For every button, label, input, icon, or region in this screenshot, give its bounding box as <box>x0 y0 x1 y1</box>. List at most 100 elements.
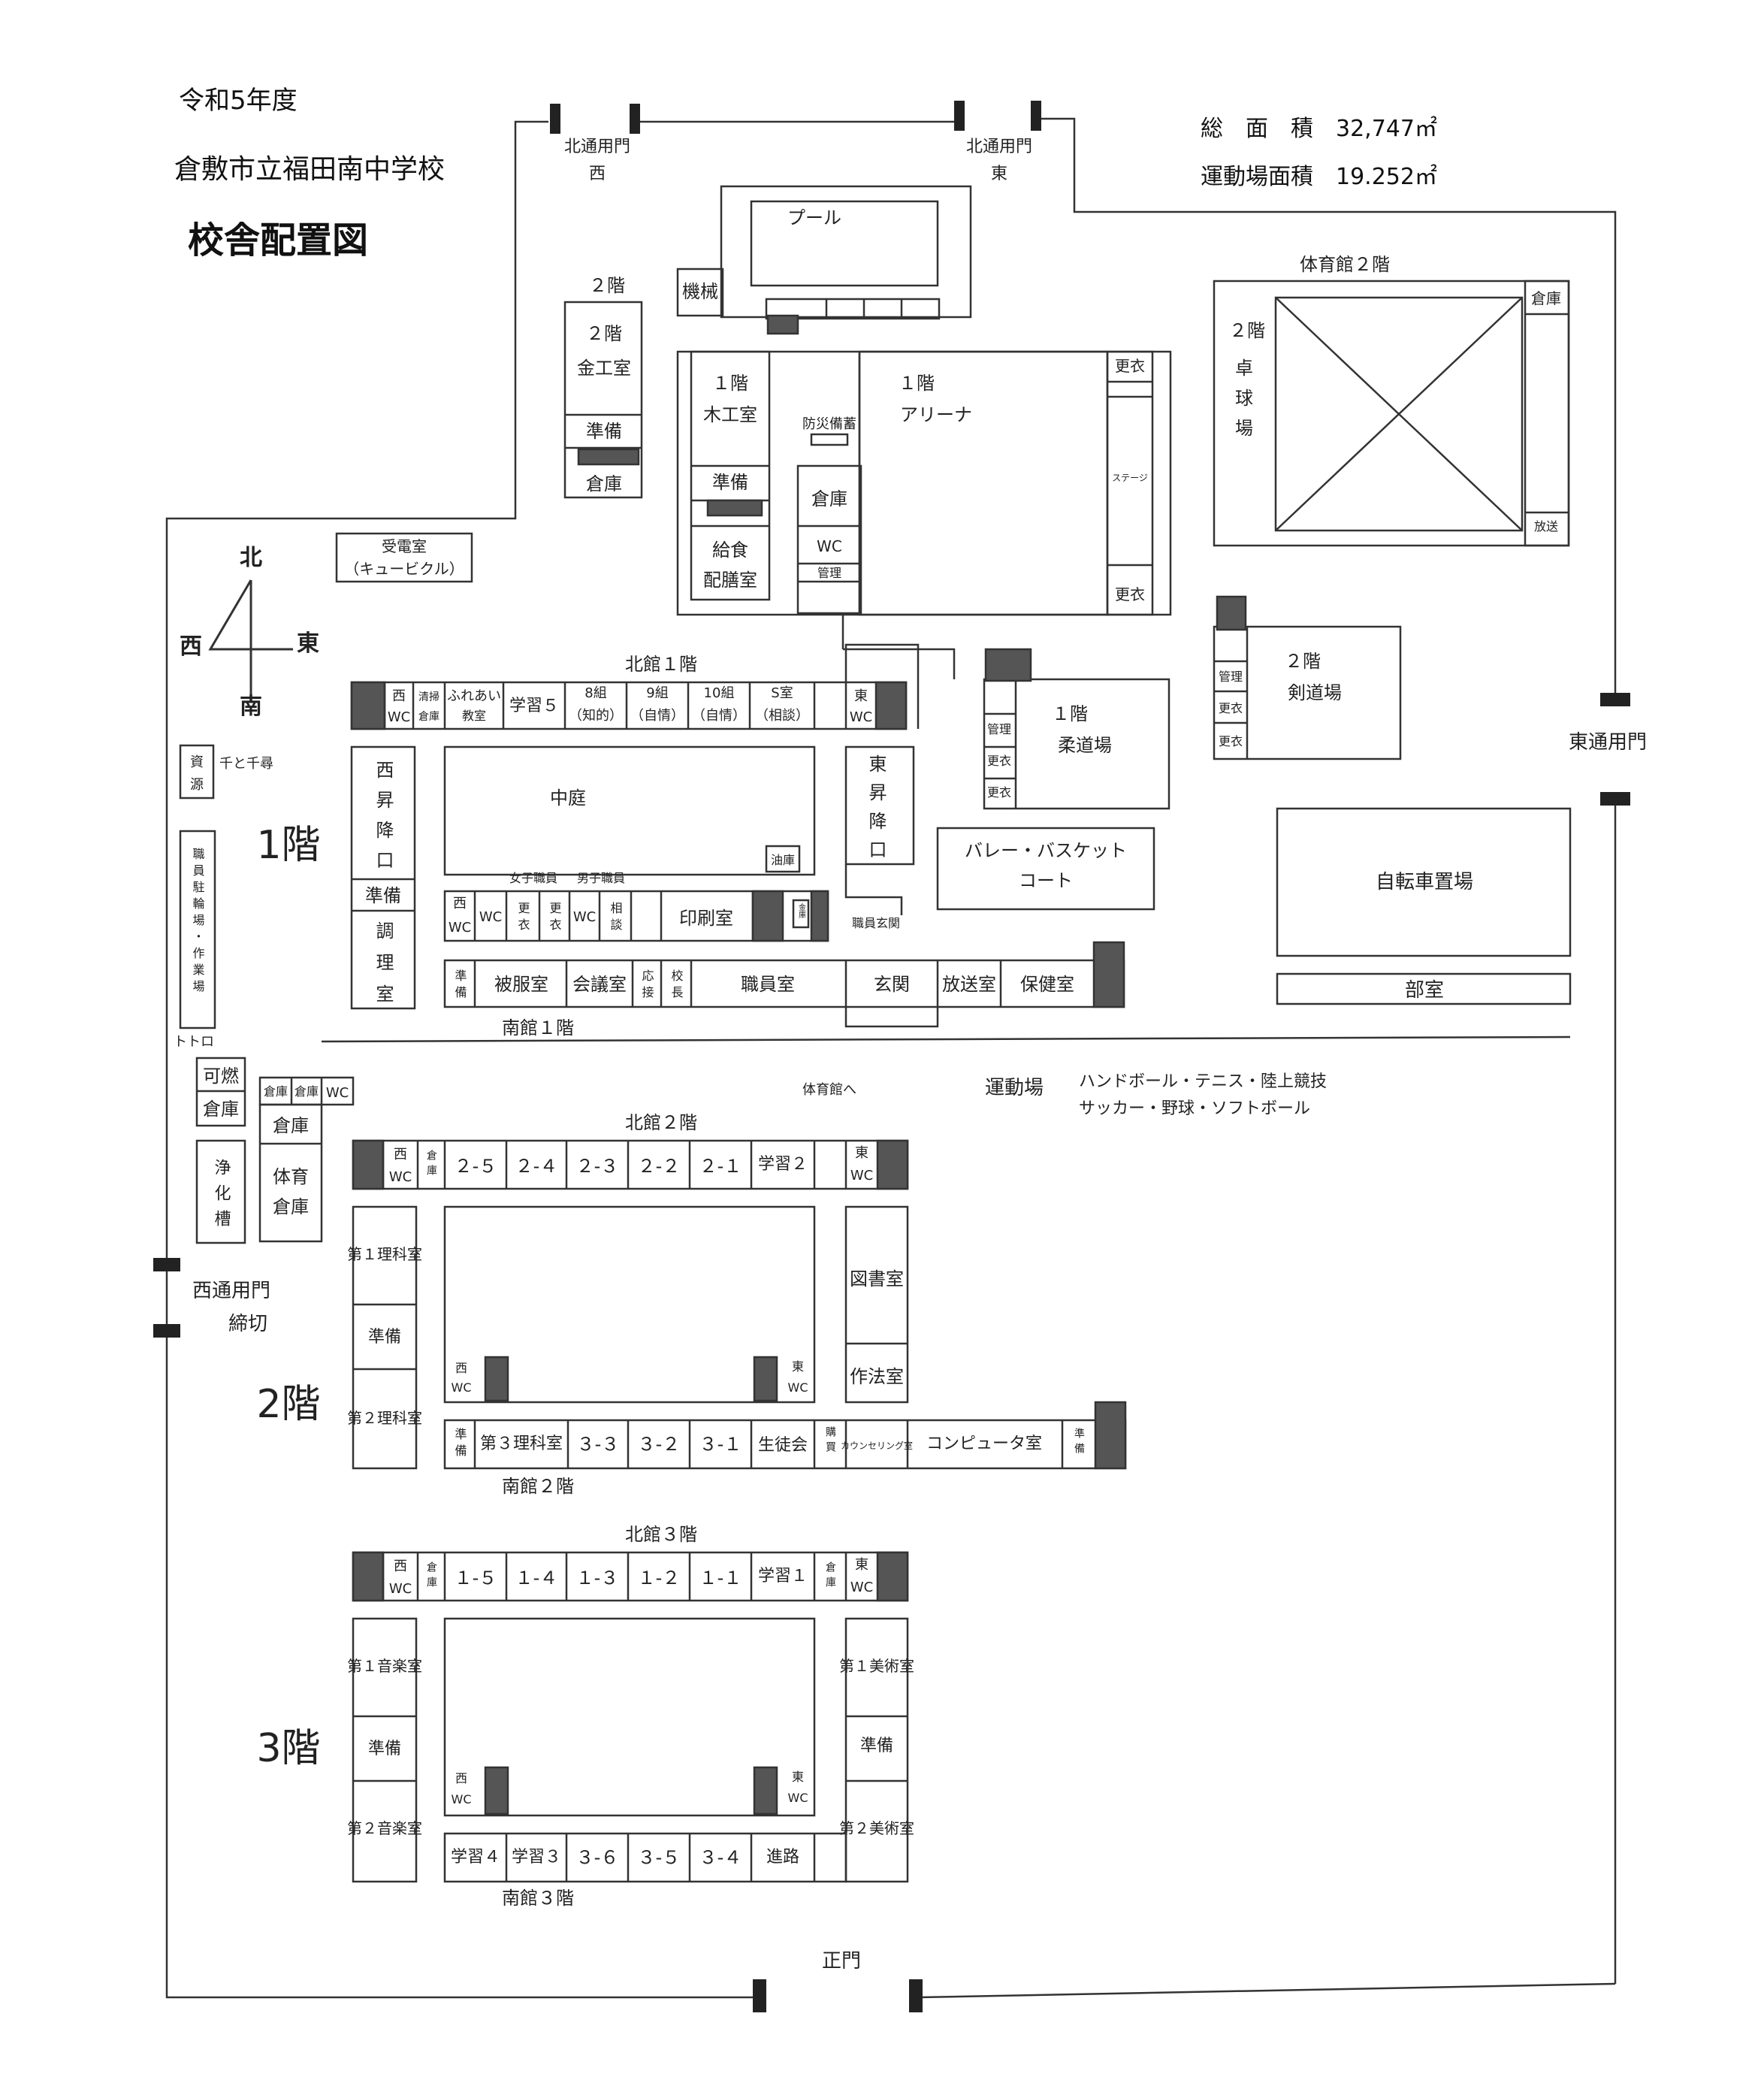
totoro-label: トトロ <box>174 1034 214 1050</box>
metalwork-prep: 準備 <box>586 421 622 442</box>
n3-east-wc-1: 東 <box>855 1557 868 1573</box>
east-entrance-label: 東昇降口 <box>865 754 887 869</box>
study-room-1: 学習１ <box>758 1567 808 1586</box>
machine-room-label: 機械 <box>682 281 718 302</box>
n2-east-wc-1: 東 <box>855 1145 868 1161</box>
sports-store <box>258 1103 323 1243</box>
bicycle-parking-label: 自転車置場 <box>1376 871 1473 893</box>
fureai-room-2: 教室 <box>462 709 486 723</box>
male-staff: 男子職員 <box>577 871 625 885</box>
gate-main: 正門 <box>822 1950 861 1973</box>
compass: 北 南 西 東 <box>180 545 319 720</box>
career-room: 進路 <box>766 1848 799 1867</box>
n2-west-wc-1: 西 <box>394 1147 407 1162</box>
disaster-stock: 防災備蓄 <box>802 416 856 432</box>
septic-tank <box>195 1139 246 1244</box>
woodwork-floor: １階 <box>712 373 748 394</box>
gate-north-west-sub: 西 <box>589 165 606 183</box>
n3-store-2: 倉庫 <box>824 1561 836 1592</box>
sewing-room: 被服室 <box>494 974 548 995</box>
courtyard <box>443 745 816 876</box>
south1-label: 南館１階 <box>502 1017 574 1038</box>
chihiro-label: 千と千尋 <box>219 756 273 772</box>
sports-store-label: 倉庫 <box>273 1115 309 1136</box>
sports-store-2a: 体育 <box>273 1166 309 1187</box>
burnable-label: 可燃 <box>203 1066 239 1087</box>
woodwork-prep: 準備 <box>712 472 748 493</box>
kendo-floor: ２階 <box>1285 651 1321 672</box>
recycle-label-2: 源 <box>190 777 204 793</box>
site-boundary <box>165 120 757 1999</box>
changing-room-1: 更衣 <box>1115 357 1145 375</box>
class-2-2: ２-２ <box>638 1156 681 1177</box>
s1-change-b: 更衣 <box>548 902 562 935</box>
s1-wc-male: WC <box>573 909 596 925</box>
class-1-3: １-３ <box>576 1568 619 1589</box>
art-room-2: 第２美術室 <box>839 1819 914 1837</box>
woodwork-room: 木工室 <box>703 404 757 425</box>
ping-pong-label-2: 球 <box>1235 388 1253 409</box>
class-2-4: ２-４ <box>515 1156 558 1177</box>
female-staff: 女子職員 <box>509 871 557 885</box>
art-prep: 準備 <box>860 1737 893 1755</box>
west-entrance-label: 西昇降口 <box>373 760 394 881</box>
gym-broadcast: 放送 <box>1534 519 1558 534</box>
woodwork-area <box>690 350 771 601</box>
class-3-4: ３-４ <box>699 1847 742 1868</box>
main-entrance: 玄関 <box>874 974 910 995</box>
ground-label: 運動場 <box>985 1077 1044 1099</box>
north1-label: 北館１階 <box>625 654 697 675</box>
staff-bike-label: 職員駐輪場・作業場 <box>191 848 205 996</box>
stairs <box>766 314 799 335</box>
judo-label: 柔道場 <box>1058 735 1112 756</box>
kendo-hall <box>1213 625 1402 760</box>
ping-pong-court <box>1274 296 1524 532</box>
gym-2f-label: 体育館２階 <box>1300 254 1390 275</box>
n3-west-wc-2: WC <box>389 1581 412 1597</box>
metal-floor2-label: ２階 <box>586 323 622 344</box>
north-east-boundary <box>1035 117 1617 699</box>
floor-2-label: 2階 <box>256 1382 320 1427</box>
arena-side <box>796 464 862 615</box>
c2-east-wc-2: WC <box>788 1380 808 1395</box>
art-room-1: 第１美術室 <box>839 1657 914 1675</box>
meeting-room: 会議室 <box>572 974 627 995</box>
west-wing-3f <box>352 1617 418 1883</box>
music-room-1: 第１音楽室 <box>347 1657 422 1675</box>
kitchen-label-1: 給食 <box>712 540 748 561</box>
staff-room: 職員室 <box>741 974 795 995</box>
cooking-prep: 準備 <box>365 885 401 906</box>
s1-change-a: 更衣 <box>516 902 530 935</box>
c3-east-wc-2: WC <box>788 1791 808 1805</box>
c3-east-wc-1: 東 <box>792 1770 804 1784</box>
study-room-5: 学習５ <box>509 697 559 715</box>
metalwork-room: 金工室 <box>577 358 631 379</box>
gate-posts <box>153 101 1630 2012</box>
study-room-4: 学習４ <box>451 1848 500 1867</box>
judo-hall <box>983 678 1170 810</box>
n2-east-wc-2: WC <box>850 1168 873 1184</box>
kitchen-label-2: 配膳室 <box>703 570 757 591</box>
class-2-3: ２-３ <box>576 1156 619 1177</box>
class-9-2: （自情） <box>630 708 684 724</box>
total-area: 総 面 積 32,747㎡ <box>1201 116 1437 142</box>
study-room-2: 学習２ <box>758 1155 808 1174</box>
shop-room: 購買 <box>824 1426 836 1456</box>
small-store-1: 倉庫 <box>264 1084 288 1099</box>
pool-label: プール <box>787 207 841 228</box>
small-store-2: 倉庫 <box>295 1084 319 1099</box>
metal-floor-label: ２階 <box>589 275 625 296</box>
west-entrance <box>350 745 416 1010</box>
music-prep: 準備 <box>368 1740 401 1758</box>
fureai-room-1: ふれあい <box>447 688 501 704</box>
n3-east-wc-2: WC <box>850 1580 873 1595</box>
arena-label: アリーナ <box>900 404 972 425</box>
south2-label: 南館２階 <box>502 1476 574 1497</box>
pool-facility <box>765 298 941 320</box>
s-room-2: （相談） <box>755 708 809 724</box>
west-wing-2f <box>352 1205 418 1470</box>
student-council: 生徒会 <box>758 1436 808 1455</box>
pool-enclosure <box>720 185 972 319</box>
courtyard-3f <box>443 1617 816 1817</box>
class-1-1: １-１ <box>699 1568 742 1589</box>
